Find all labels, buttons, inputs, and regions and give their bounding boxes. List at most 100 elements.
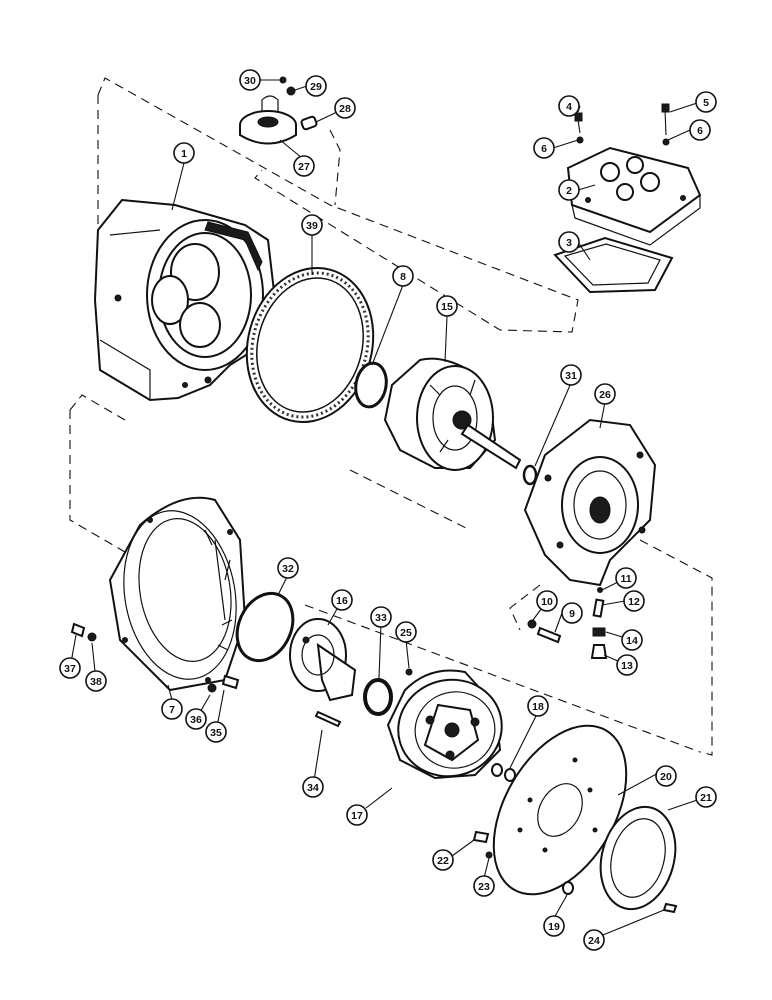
callout-3: 3	[558, 231, 580, 253]
callout-1: 1	[173, 142, 195, 164]
callout-24: 24	[583, 929, 605, 951]
callout-34: 34	[302, 776, 324, 798]
callout-14: 14	[621, 629, 643, 651]
svg-text:18: 18	[532, 701, 544, 713]
callout-19: 19	[543, 915, 565, 937]
svg-text:7: 7	[169, 704, 175, 716]
svg-text:15: 15	[441, 301, 453, 313]
svg-text:6: 6	[697, 125, 703, 137]
callout-20: 20	[655, 765, 677, 787]
callout-4: 4	[558, 95, 580, 117]
callout-27: 27	[293, 155, 315, 177]
fittings-11-14	[590, 587, 608, 659]
callout-2: 2	[558, 179, 580, 201]
svg-text:27: 27	[298, 161, 310, 173]
callout-30: 30	[239, 69, 261, 91]
svg-text:2: 2	[566, 185, 572, 197]
callout-29: 29	[305, 75, 327, 97]
washers-18	[491, 763, 516, 782]
housing-gasket	[245, 266, 375, 424]
callout-8: 8	[392, 265, 414, 287]
svg-text:5: 5	[703, 97, 709, 109]
svg-text:29: 29	[310, 81, 322, 93]
svg-text:26: 26	[599, 389, 611, 401]
svg-text:12: 12	[628, 596, 640, 608]
callout-6a: 6	[533, 137, 555, 159]
svg-text:20: 20	[660, 771, 672, 783]
ring-21	[599, 805, 677, 911]
callout-31: 31	[560, 364, 582, 386]
pump-housing	[523, 418, 657, 587]
callout-36: 36	[185, 708, 207, 730]
seal-33	[363, 678, 393, 716]
valve-cover	[566, 146, 702, 246]
svg-text:11: 11	[620, 573, 631, 585]
svg-text:24: 24	[588, 935, 600, 947]
pump	[289, 618, 357, 702]
callout-32: 32	[277, 557, 299, 579]
callout-28: 28	[334, 97, 356, 119]
callout-17: 17	[346, 804, 368, 826]
callout-21: 21	[695, 786, 717, 808]
svg-text:25: 25	[400, 627, 412, 639]
svg-text:37: 37	[64, 663, 76, 675]
callout-11: 11	[615, 567, 637, 589]
svg-text:10: 10	[541, 596, 553, 608]
svg-text:19: 19	[548, 921, 560, 933]
torque-converter	[383, 357, 522, 471]
bolt-35-washer-36	[207, 674, 240, 693]
o-ring-31	[522, 464, 538, 486]
svg-text:34: 34	[307, 782, 319, 794]
svg-text:14: 14	[626, 635, 638, 647]
callout-37: 37	[59, 657, 81, 679]
callout-22: 22	[432, 849, 454, 871]
assembly-outline-lower	[69, 394, 713, 756]
clutch-assembly	[386, 669, 503, 780]
callout-23: 23	[473, 875, 495, 897]
assembly-outline-upper	[97, 77, 579, 333]
small-washer-29	[279, 76, 296, 96]
svg-text:13: 13	[621, 660, 633, 672]
svg-text:33: 33	[375, 612, 387, 624]
svg-text:35: 35	[210, 727, 222, 739]
svg-text:8: 8	[400, 271, 406, 283]
callout-35: 35	[205, 721, 227, 743]
callout-15: 15	[436, 295, 458, 317]
svg-text:4: 4	[566, 101, 572, 113]
callout-9: 9	[561, 602, 583, 624]
callout-16: 16	[331, 589, 353, 611]
o-ring-8	[354, 361, 388, 409]
svg-text:38: 38	[90, 676, 102, 688]
callouts: 1 2 3 4 5 6 6 7 8 9 10 11 12 13 14 15 16…	[59, 69, 717, 951]
svg-text:28: 28	[339, 103, 351, 115]
svg-text:17: 17	[351, 810, 363, 822]
svg-text:36: 36	[190, 714, 202, 726]
breather-cap	[239, 95, 297, 145]
callout-18: 18	[527, 695, 549, 717]
callout-26: 26	[594, 383, 616, 405]
breather-washer-28	[300, 115, 318, 131]
callout-25: 25	[395, 621, 417, 643]
svg-text:23: 23	[478, 881, 490, 893]
plug-25	[405, 668, 413, 676]
housing	[93, 198, 277, 402]
svg-text:6: 6	[541, 143, 547, 155]
svg-text:1: 1	[181, 148, 187, 160]
svg-text:31: 31	[565, 370, 577, 382]
small-hardware	[472, 830, 678, 914]
svg-text:22: 22	[437, 855, 449, 867]
pump-bolt-34	[314, 710, 342, 728]
callout-5: 5	[695, 91, 717, 113]
svg-text:16: 16	[336, 595, 348, 607]
callout-33: 33	[370, 606, 392, 628]
callout-38: 38	[85, 670, 107, 692]
svg-text:39: 39	[306, 220, 318, 232]
callout-10: 10	[536, 590, 558, 612]
callout-13: 13	[616, 654, 638, 676]
bolt-37-washer-38	[70, 622, 97, 642]
svg-text:9: 9	[569, 608, 575, 620]
svg-text:32: 32	[282, 563, 294, 575]
callout-6b: 6	[689, 119, 711, 141]
bolt-9-washer-10	[527, 619, 562, 644]
